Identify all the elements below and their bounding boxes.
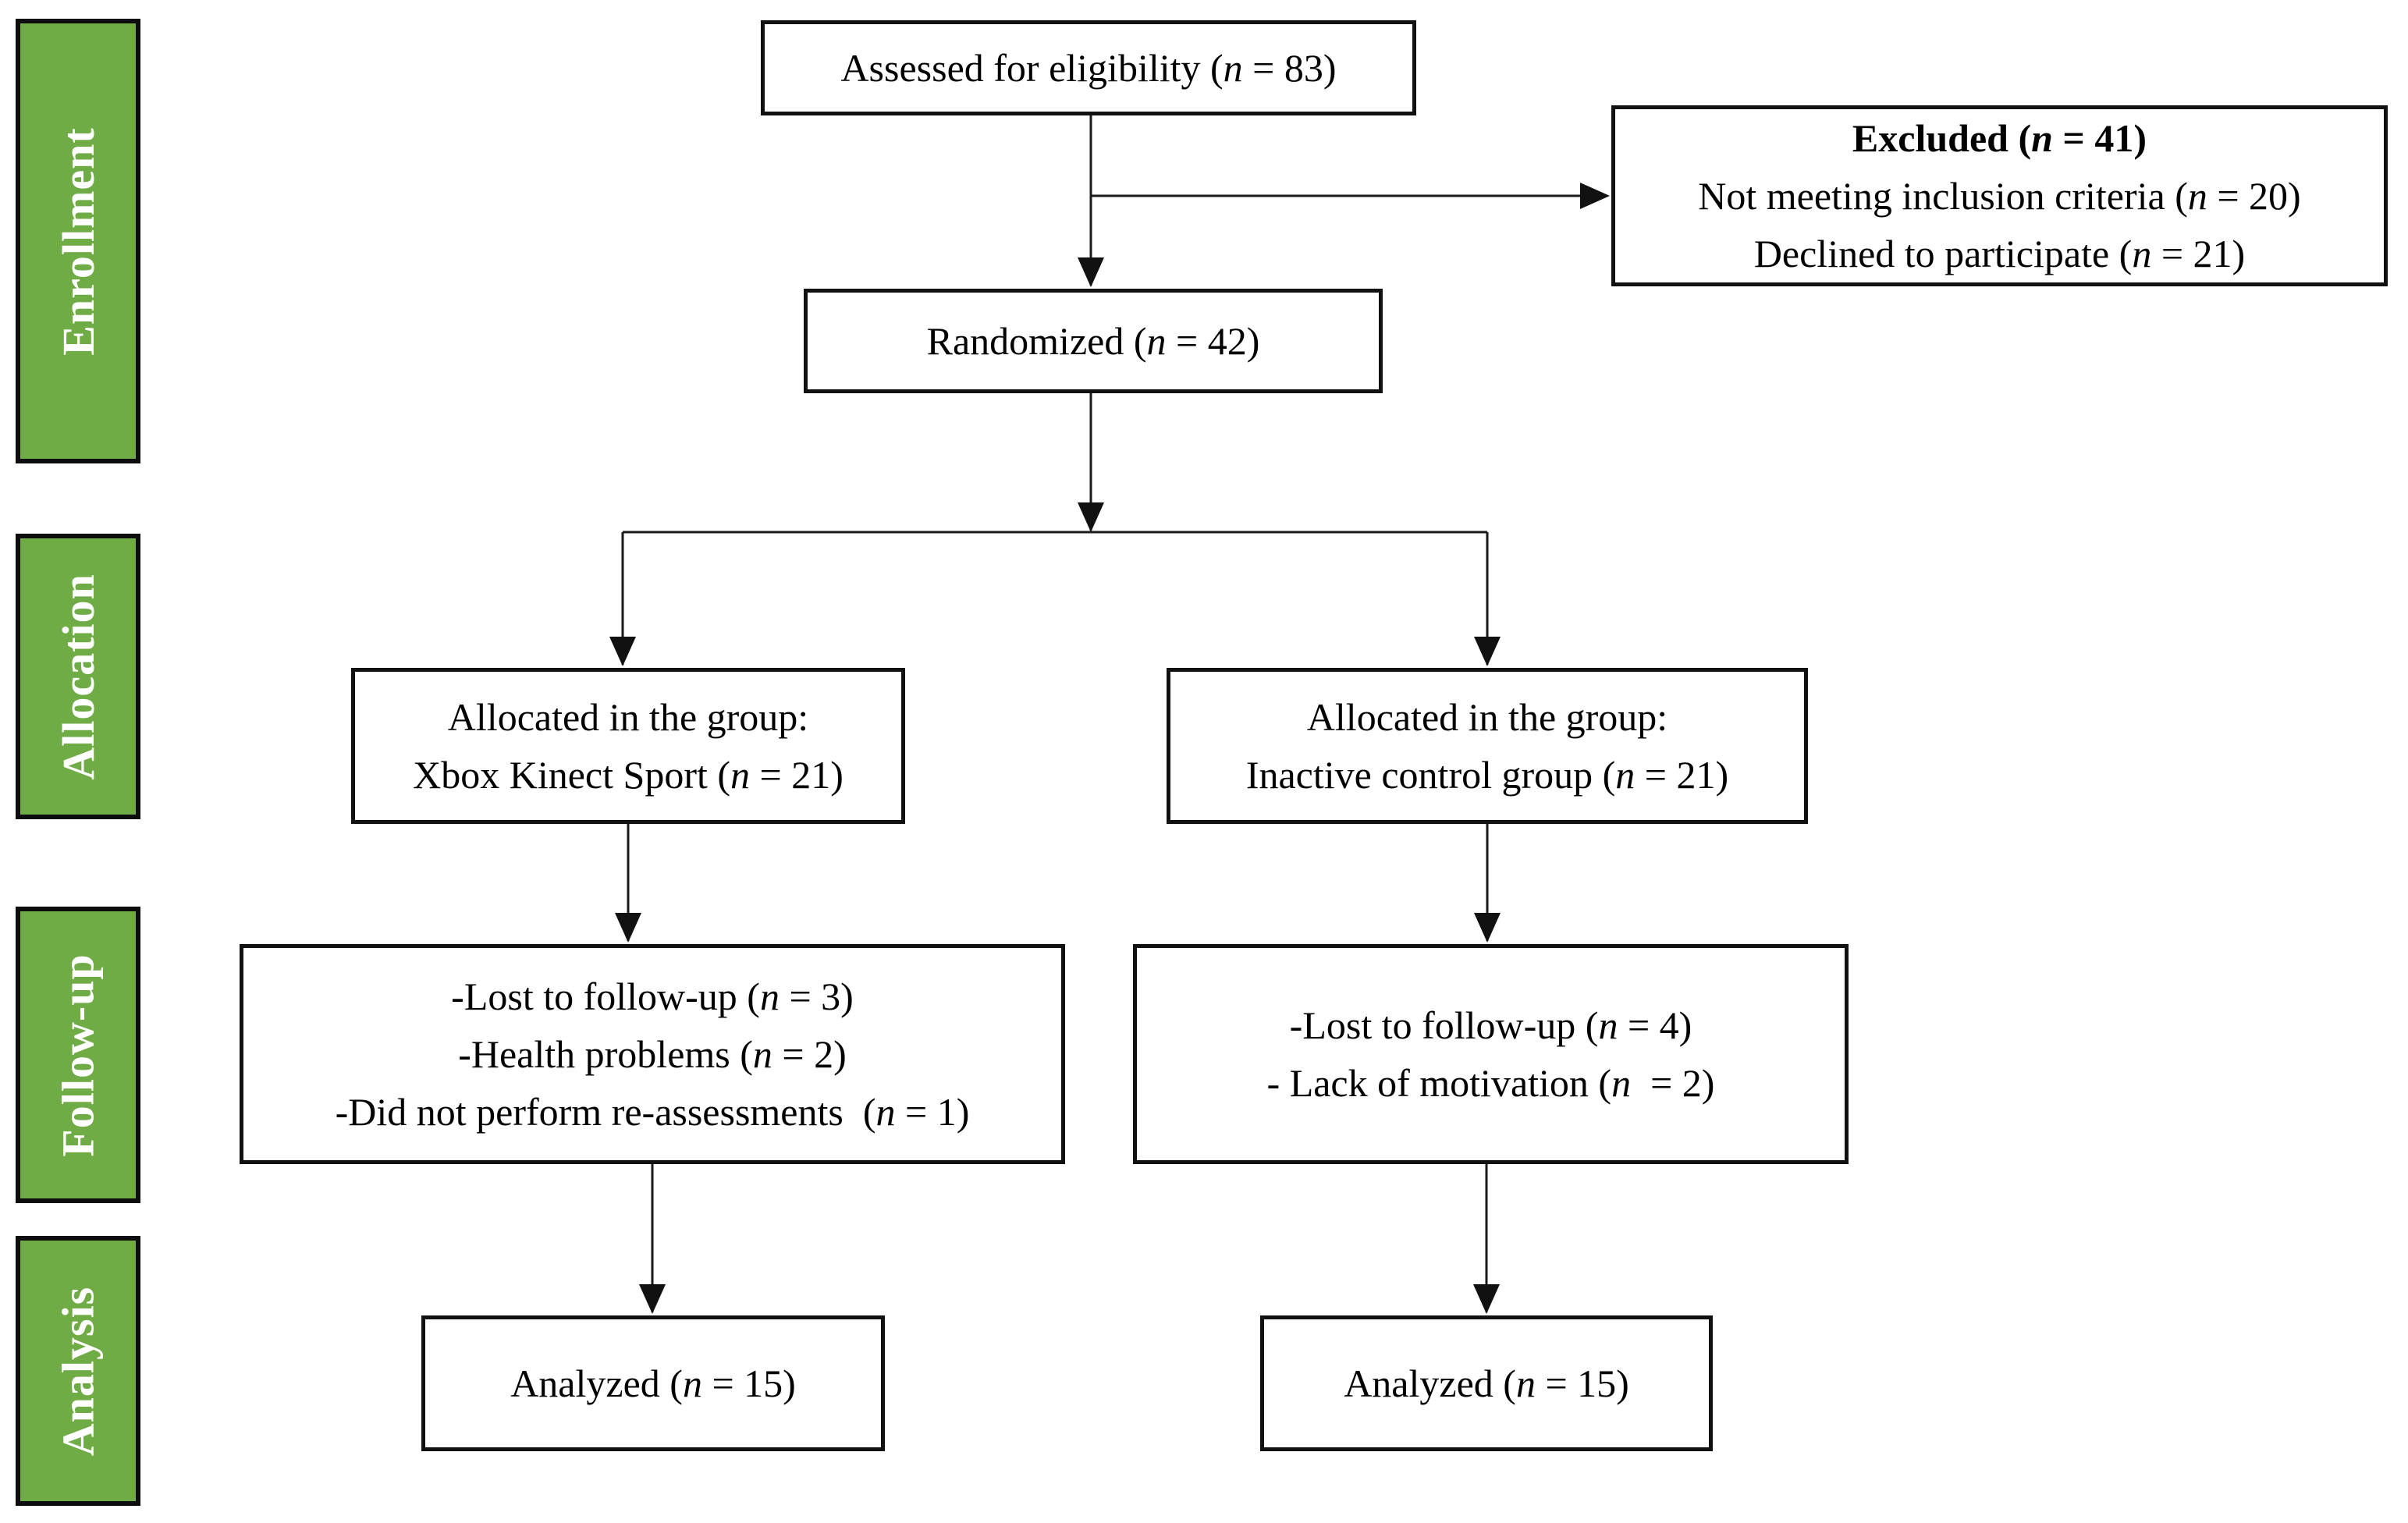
- allocation-left-box: Allocated in the group: Xbox Kinect Spor…: [351, 668, 905, 824]
- line-pre: Assessed for eligibility (: [840, 46, 1224, 90]
- line-pre: -Lost to follow-up (: [451, 975, 760, 1018]
- line-n: n: [752, 1032, 772, 1076]
- line-n: n: [2132, 232, 2152, 275]
- line-pre: Excluded (: [1852, 116, 2032, 160]
- text-line: -Health problems (n = 2): [458, 1025, 847, 1083]
- stage-followup-label: Follow-up: [52, 953, 104, 1157]
- line-post: = 41): [2052, 116, 2147, 160]
- analyzed-right-box: Analyzed (n = 15): [1260, 1315, 1713, 1451]
- text-line: Declined to participate (n = 21): [1754, 225, 2245, 282]
- text-line: Randomized (n = 42): [927, 312, 1260, 370]
- line-post: = 15): [1535, 1361, 1629, 1405]
- line-pre: Allocated in the group:: [447, 695, 809, 739]
- analyzed-left-box: Analyzed (n = 15): [421, 1315, 885, 1451]
- line-n: n: [1146, 319, 1167, 363]
- line-post: = 2): [1631, 1061, 1715, 1105]
- line-pre: - Lack of motivation (: [1266, 1061, 1612, 1105]
- randomized-box: Randomized (n = 42): [804, 289, 1383, 393]
- line-post: = 1): [895, 1090, 970, 1134]
- text-line: -Lost to follow-up (n = 4): [1290, 996, 1692, 1054]
- line-post: = 4): [1618, 1003, 1692, 1047]
- line-pre: -Lost to follow-up (: [1289, 1003, 1599, 1047]
- line-n: n: [1223, 46, 1243, 90]
- line-n: n: [2187, 174, 2207, 218]
- line-n: n: [2031, 116, 2053, 160]
- text-line: Analyzed (n = 15): [1344, 1354, 1629, 1412]
- assessed-box: Assessed for eligibility (n = 83): [761, 20, 1416, 115]
- stage-enrollment: Enrollment: [16, 19, 140, 463]
- line-n: n: [730, 753, 751, 797]
- arrowhead-alloc-right: [1474, 637, 1501, 666]
- stage-analysis-label: Analysis: [52, 1286, 104, 1456]
- text-line: Excluded (n = 41): [1852, 109, 2147, 167]
- line-post: = 20): [2207, 174, 2301, 218]
- line-pre: Allocated in the group:: [1306, 695, 1668, 739]
- excluded-box: Excluded (n = 41) Not meeting inclusion …: [1611, 105, 2388, 286]
- line-n: n: [1515, 1361, 1536, 1405]
- line-pre: Randomized (: [926, 319, 1147, 363]
- line-post: = 21): [1635, 753, 1729, 797]
- line-pre: -Health problems (: [458, 1032, 753, 1076]
- arrowhead-analyzed-right: [1473, 1284, 1500, 1314]
- line-n: n: [1615, 753, 1636, 797]
- text-line: Not meeting inclusion criteria (n = 20): [1698, 167, 2300, 225]
- line-post: = 42): [1166, 319, 1260, 363]
- text-line: -Did not perform re-assessments (n = 1): [336, 1083, 970, 1141]
- text-line: Xbox Kinect Sport (n = 21): [413, 746, 844, 804]
- stage-analysis: Analysis: [16, 1236, 140, 1506]
- text-line: Allocated in the group:: [448, 688, 808, 746]
- text-line: Allocated in the group:: [1307, 688, 1667, 746]
- text-line: - Lack of motivation (n = 2): [1267, 1054, 1715, 1112]
- line-post: = 2): [772, 1032, 847, 1076]
- stage-enrollment-label: Enrollment: [52, 126, 104, 356]
- line-pre: Analyzed (: [1344, 1361, 1516, 1405]
- line-n: n: [875, 1090, 896, 1134]
- arrowhead-followup-left: [615, 913, 641, 943]
- arrowhead-split: [1078, 502, 1104, 532]
- line-post: = 3): [779, 975, 854, 1018]
- arrowhead-followup-right: [1474, 913, 1501, 943]
- text-line: -Lost to follow-up (n = 3): [451, 967, 854, 1025]
- stage-allocation: Allocation: [16, 534, 140, 819]
- line-n: n: [682, 1361, 702, 1405]
- line-post: = 21): [2151, 232, 2246, 275]
- line-post: = 15): [701, 1361, 796, 1405]
- text-line: Assessed for eligibility (n = 83): [840, 39, 1336, 97]
- allocation-right-box: Allocated in the group: Inactive control…: [1167, 668, 1808, 824]
- line-post: = 21): [750, 753, 844, 797]
- arrowhead-analyzed-left: [639, 1284, 666, 1314]
- line-pre: Inactive control group (: [1245, 753, 1616, 797]
- arrowhead-excluded: [1580, 183, 1610, 209]
- line-pre: Xbox Kinect Sport (: [413, 753, 731, 797]
- line-n: n: [759, 975, 780, 1018]
- text-line: Analyzed (n = 15): [510, 1354, 796, 1412]
- line-pre: Declined to participate (: [1753, 232, 2133, 275]
- arrowhead-randomized: [1078, 257, 1104, 287]
- text-line: Inactive control group (n = 21): [1246, 746, 1728, 804]
- line-post: = 83): [1242, 46, 1337, 90]
- followup-left-box: -Lost to follow-up (n = 3) -Health probl…: [240, 944, 1065, 1164]
- line-n: n: [1611, 1061, 1632, 1105]
- followup-right-box: -Lost to follow-up (n = 4) - Lack of mot…: [1133, 944, 1849, 1164]
- stage-allocation-label: Allocation: [52, 573, 104, 780]
- line-pre: Analyzed (: [510, 1361, 683, 1405]
- stage-followup: Follow-up: [16, 907, 140, 1203]
- line-pre: Not meeting inclusion criteria (: [1698, 174, 2188, 218]
- line-pre: -Did not perform re-assessments (: [335, 1090, 876, 1134]
- arrowhead-alloc-left: [609, 637, 636, 666]
- line-n: n: [1598, 1003, 1618, 1047]
